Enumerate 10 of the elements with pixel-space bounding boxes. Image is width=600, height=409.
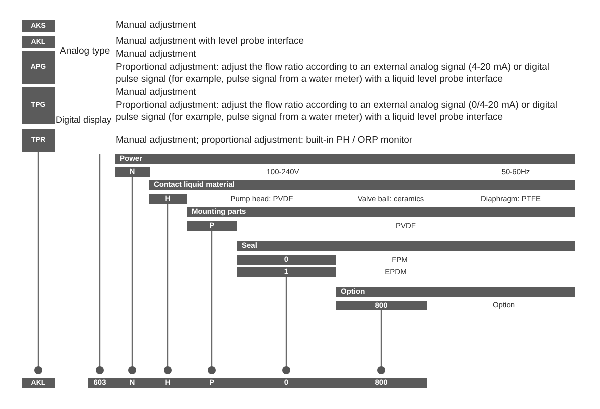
description-text: Manual adjustment (116, 20, 198, 32)
description-text: Manual adjustment (116, 49, 198, 62)
description-text: Proportional adjustment: adjust the flow ratio according to an external analog signal (0/4-20 mA) or digital pulse signal (for example, pulse signal from a water meter) with a liquid level probe interface (116, 100, 558, 124)
model-code-bar (88, 378, 427, 388)
description-text: Manual adjustment with level probe interface (116, 36, 305, 48)
description-text: Manual adjustment; proportional adjustment: built-in PH / ORP monitor (116, 135, 414, 148)
group-label: Analog type (60, 46, 110, 58)
description-text: Proportional adjustment: adjust the flow ratio according to an external analog signal (4-20 mA) or digital pulse signal (for example, pulse signal from a water meter) with a liquid level probe interface (116, 62, 551, 86)
group-label: Digital display (56, 114, 112, 126)
description-text: Manual adjustment (116, 87, 198, 100)
